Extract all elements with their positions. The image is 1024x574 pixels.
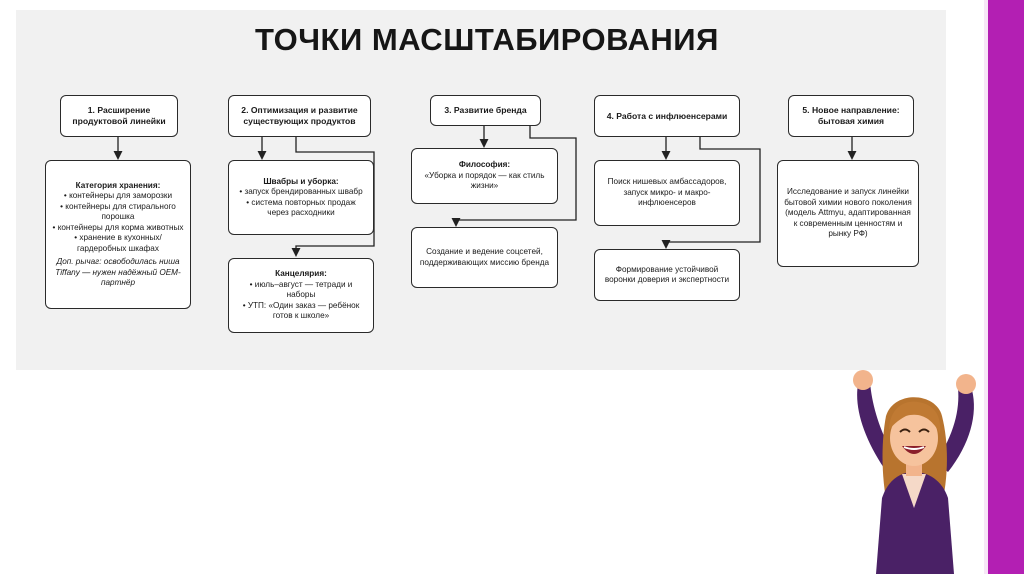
step-3-header: 3. Развитие бренда	[430, 95, 541, 126]
step-1-header-text: 1. Расширение продуктовой линейки	[67, 105, 171, 127]
card-title: Категория хранения:	[76, 181, 161, 192]
step-4-card-funnel: Формирование устойчивой воронки доверия …	[594, 249, 740, 301]
step-5-header: 5. Новое направление: бытовая химия	[788, 95, 914, 137]
slide-title: ТОЧКИ МАСШТАБИРОВАНИЯ	[255, 22, 719, 58]
card-title: Канцелярия:	[275, 269, 327, 280]
card-line: Формирование устойчивой воронки доверия …	[601, 265, 733, 286]
card-line: • июль–август — тетради и наборы	[235, 280, 367, 301]
step-2-card-mops: Швабры и уборка: • запуск брендированных…	[228, 160, 374, 235]
step-2-header: 2. Оптимизация и развитие существующих п…	[228, 95, 371, 137]
card-line: • УТП: «Один заказ — ребёнок готов к шко…	[235, 301, 367, 322]
cheering-woman-illustration	[836, 368, 992, 574]
step-5-card-chemistry: Исследование и запуск линейки бытовой хи…	[777, 160, 919, 267]
card-line: • запуск брендированных швабр	[239, 187, 362, 198]
card-line: «Уборка и порядок — как стиль жизни»	[418, 171, 551, 192]
step-3-card-philosophy: Философия: «Уборка и порядок — как стиль…	[411, 148, 558, 204]
step-4-header: 4. Работа с инфлюенсерами	[594, 95, 740, 137]
step-5-header-text: 5. Новое направление: бытовая химия	[795, 105, 907, 127]
accent-bar	[988, 0, 1024, 574]
card-line: Создание и ведение соцсетей, поддерживаю…	[418, 247, 551, 268]
card-line: • система повторных продаж через расходн…	[235, 198, 367, 219]
card-line: • контейнеры для заморозки	[64, 191, 172, 202]
step-1-header: 1. Расширение продуктовой линейки	[60, 95, 178, 137]
step-3-card-social: Создание и ведение соцсетей, поддерживаю…	[411, 227, 558, 288]
step-2-card-stationery: Канцелярия: • июль–август — тетради и на…	[228, 258, 374, 333]
card-line: Исследование и запуск линейки бытовой хи…	[784, 187, 912, 240]
step-2-header-text: 2. Оптимизация и развитие существующих п…	[235, 105, 364, 127]
step-4-header-text: 4. Работа с инфлюенсерами	[607, 111, 728, 122]
step-4-card-ambassadors: Поиск нишевых амбассадоров, запуск микро…	[594, 160, 740, 226]
card-line: • хранение в кухонных/ гардеробных шкафа…	[52, 233, 184, 254]
card-line: • контейнеры для корма животных	[53, 223, 184, 234]
card-note: Доп. рычаг: освободилась ниша Tiffany — …	[52, 257, 184, 289]
card-title: Философия:	[459, 160, 510, 171]
card-line: Поиск нишевых амбассадоров, запуск микро…	[601, 177, 733, 209]
step-3-header-text: 3. Развитие бренда	[444, 105, 526, 116]
step-1-card: Категория хранения: • контейнеры для зам…	[45, 160, 191, 309]
card-title: Швабры и уборка:	[263, 177, 338, 188]
card-line: • контейнеры для стирального порошка	[52, 202, 184, 223]
